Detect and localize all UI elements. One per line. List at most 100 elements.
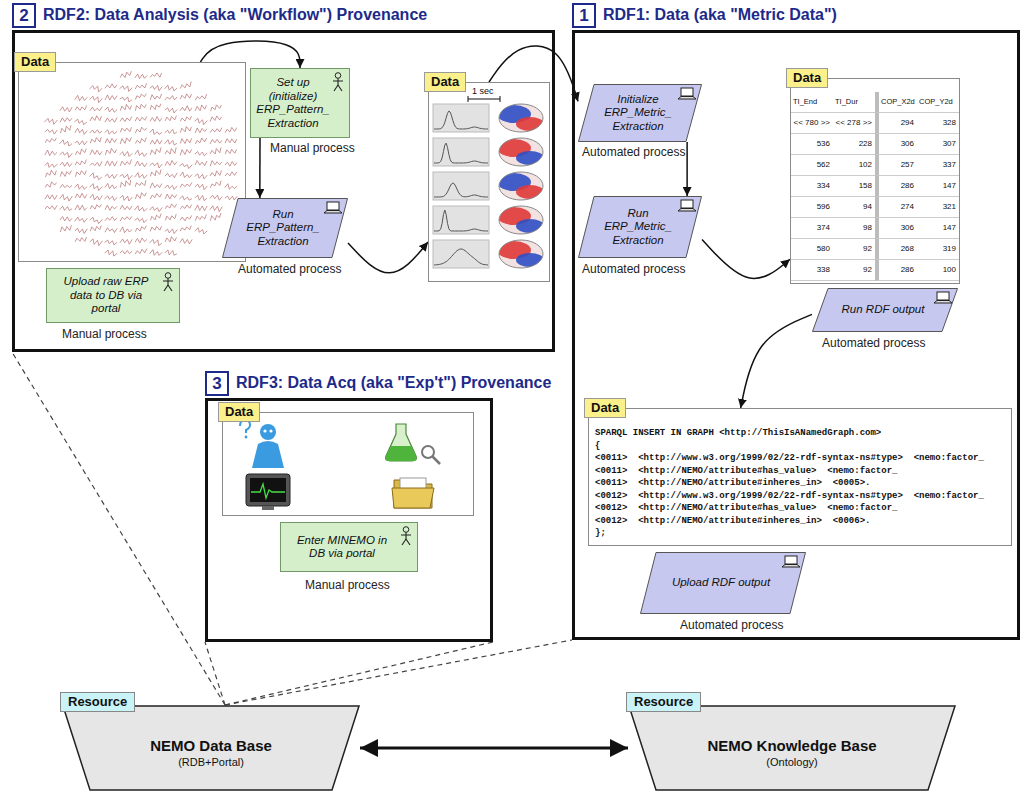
panel-title: RDF3: Data Acq (aka "Exp't") Provenance: [236, 372, 551, 394]
erp-waveform-field: [59, 140, 72, 146]
erp-waveform-field: [225, 127, 236, 132]
erp-waveform-field: [211, 105, 222, 111]
erp-waveform-field: [90, 173, 102, 180]
erp-waveform-field: [165, 237, 176, 242]
erp-waveform-field: [135, 127, 146, 133]
erp-waveform-field: [165, 204, 176, 209]
erp-waveform-field: [150, 139, 162, 144]
erp-waveform-field: [45, 195, 57, 200]
erp-waveform-field: [45, 182, 56, 188]
erp-waveform-field: [120, 205, 132, 210]
erp-waveform-field: [210, 206, 223, 212]
process-type-caption: Automated process: [582, 145, 685, 159]
erp-waveform-field: [210, 181, 221, 188]
erp-waveform-field: [180, 226, 191, 232]
erp-waveform-field: [120, 104, 131, 110]
data-box: DataTI_EndTI_DurCOP_X2dCOP_Y2d<< 780 >><…: [790, 78, 960, 284]
erp-waveform-field: [60, 170, 71, 176]
erp-waveform-field: [120, 227, 132, 233]
table-cell: 286: [875, 260, 917, 281]
erp-waveform-field: [134, 173, 147, 179]
erp-waveform-field: [165, 161, 177, 166]
erp-pattern-plots: [497, 206, 544, 234]
erp-waveform-field: [180, 205, 192, 210]
table-cell: 374: [791, 218, 833, 239]
person-icon: [333, 79, 343, 92]
erp-waveform-field: [105, 196, 118, 200]
table-cell: 286: [875, 176, 917, 197]
erp-pattern-plots: [516, 151, 544, 165]
erp-waveform-field: [135, 83, 146, 89]
erp-waveform-field: [45, 138, 56, 143]
flow-connector: [489, 46, 578, 101]
erp-waveform-field: [179, 196, 191, 200]
person-icon: [403, 527, 409, 533]
erp-waveform-field: [135, 150, 147, 156]
data-tag: Data: [786, 68, 828, 88]
erp-waveform-field: [135, 206, 148, 212]
erp-waveform-field: [105, 161, 117, 166]
table-cell: 328: [917, 113, 959, 134]
table-cell: 94: [833, 197, 875, 218]
erp-waveform-field: [180, 116, 191, 121]
computer-icon: [678, 97, 696, 100]
erp-pattern-plots: [497, 104, 544, 132]
table-cell: 306: [875, 134, 917, 155]
erp-waveform-field: [120, 137, 131, 144]
erp-waveform-field: [90, 116, 101, 121]
erp-waveform-field: [195, 105, 206, 111]
folder-icon: [392, 488, 434, 508]
data-tag: Data: [14, 52, 56, 72]
panel-title: RDF1: Data (aka "Metric Data"): [603, 4, 837, 26]
process-label: Run ERP_Metric_ Extraction: [598, 207, 678, 248]
erp-waveform-field: [45, 150, 57, 156]
erp-waveform-field: [105, 95, 117, 100]
erp-waveform-field: [180, 172, 192, 178]
erp-waveform-field: [225, 162, 237, 167]
process-type-caption: Manual process: [62, 327, 147, 341]
erp-waveform-field: [210, 116, 222, 122]
table-cell: COP_Y2d: [917, 92, 959, 113]
erp-waveform-field: [120, 159, 131, 165]
erp-waveform-field: [135, 161, 147, 167]
flask-icon: [386, 424, 417, 461]
erp-waveform-field: [225, 139, 237, 143]
erp-pattern-plots: [433, 138, 489, 166]
erp-waveform-field: [180, 94, 191, 99]
code-line: <0011> <http://NEMO/attribute#has_value>…: [595, 465, 984, 478]
erp-waveform-field: [90, 137, 101, 143]
erp-waveform-field: [165, 96, 177, 100]
erp-waveform-field: [60, 107, 72, 112]
table-cell: 102: [833, 155, 875, 176]
erp-waveform-field: [150, 207, 163, 212]
table-cell: COP_X2d: [875, 92, 917, 113]
erp-waveform-field: [90, 107, 102, 111]
computer-icon: [785, 556, 797, 564]
erp-waveform-field: [105, 183, 117, 188]
erp-pattern-plots: [434, 183, 488, 197]
erp-waveform-field: [105, 228, 117, 233]
erp-waveform-field: [90, 150, 102, 155]
resource-subtitle: (Ontology): [766, 755, 817, 769]
erp-waveform-field: [120, 180, 130, 188]
erp-waveform-field: [149, 239, 161, 245]
erp-waveform-field: [75, 237, 86, 242]
person-icon: [399, 526, 413, 546]
erp-pattern-plots: [497, 172, 544, 200]
erp-waveform-field: [60, 125, 71, 133]
table-cell: 321: [917, 197, 959, 218]
erp-waveform-field: [225, 149, 236, 154]
erp-waveform-field: [135, 218, 148, 223]
code-line: <0012> <http://NEMO/attribute#inheres_in…: [595, 515, 984, 528]
erp-waveform-field: [180, 183, 192, 188]
erp-waveform-field: [195, 161, 207, 166]
table-cell: 307: [917, 134, 959, 155]
erp-waveform-field: [105, 217, 117, 221]
erp-waveform-field: [150, 183, 162, 189]
flask-icon: [386, 446, 417, 461]
dashed-leader: [12, 352, 225, 705]
table-cell: 536: [791, 134, 833, 155]
erp-waveform-field: [150, 194, 161, 200]
erp-waveform-field: [195, 152, 207, 156]
